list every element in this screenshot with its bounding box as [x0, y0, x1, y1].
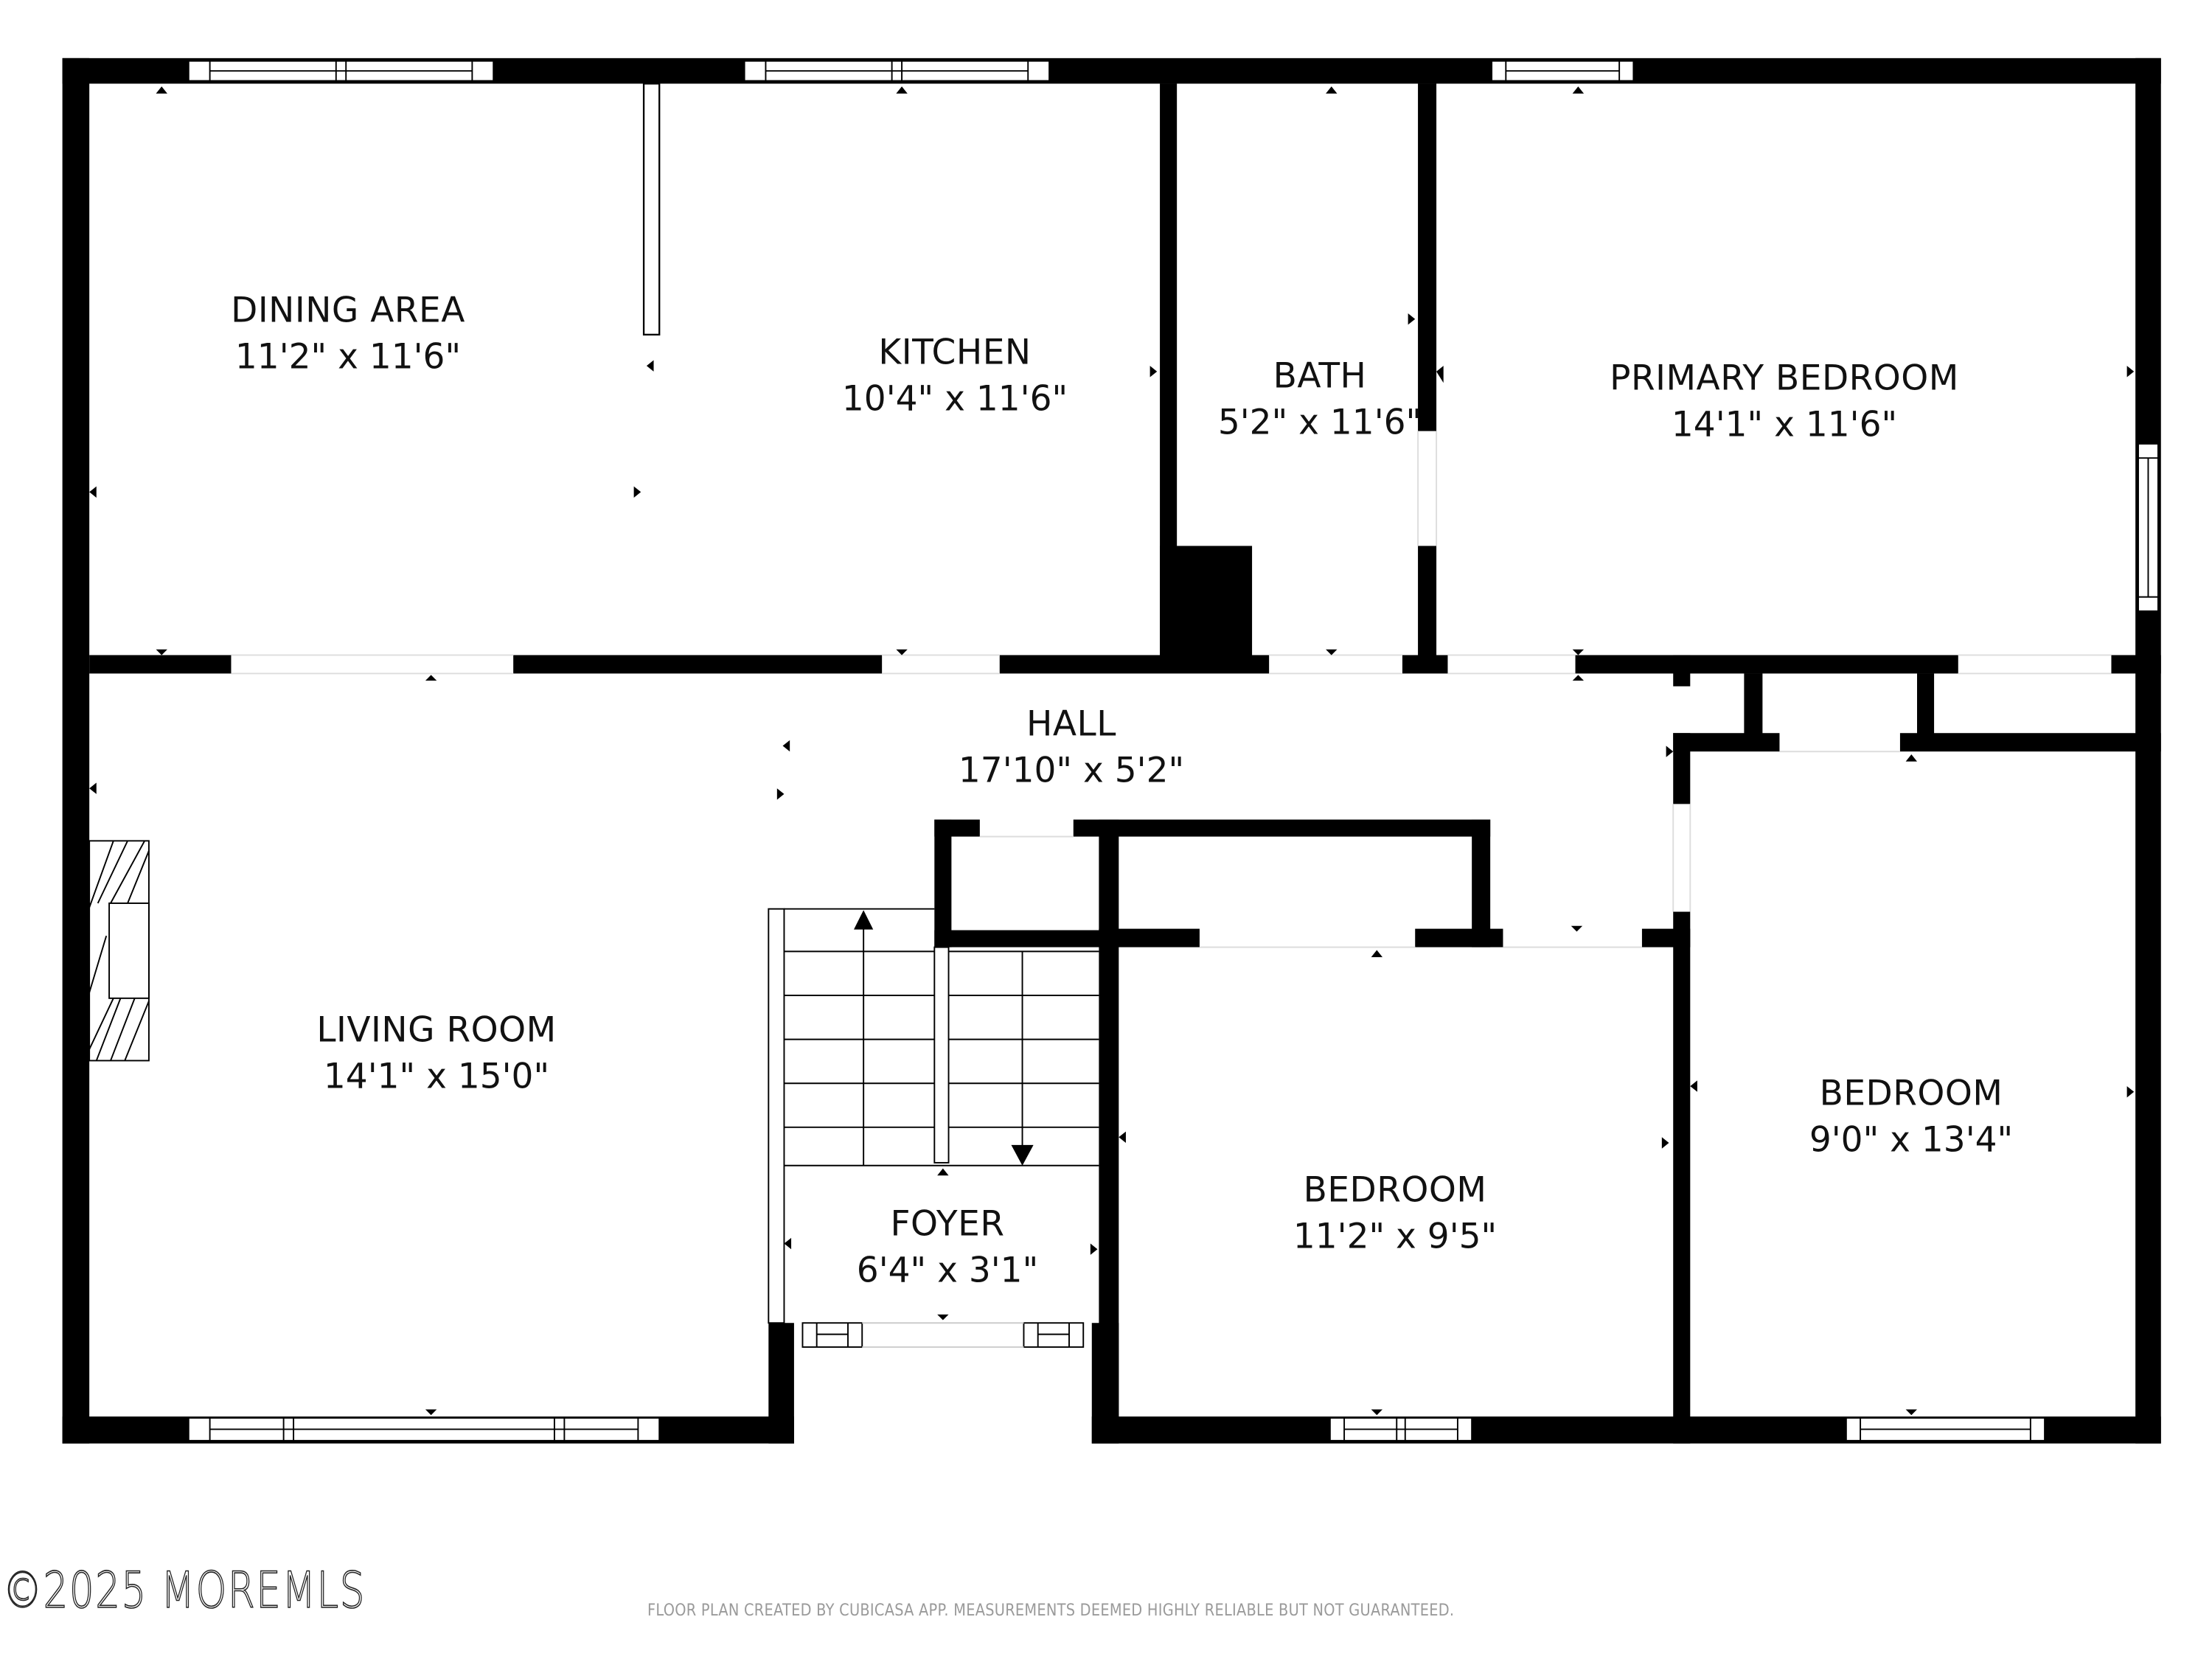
stairs	[768, 908, 1099, 1324]
room-dimensions: 11'2" x 9'5"	[1293, 1217, 1498, 1257]
copyright-watermark: ©2025 MOREMLS	[2, 1561, 366, 1621]
kitchen-divider-partition	[642, 83, 661, 336]
room-dimensions: 6'4" x 3'1"	[856, 1251, 1039, 1291]
windows	[187, 60, 2159, 1441]
room-label-bedroom-2: BEDROOM 11'2" x 9'5"	[1293, 1167, 1497, 1261]
room-name: BEDROOM	[1819, 1073, 2003, 1114]
room-dimensions: 11'2" x 11'6"	[234, 337, 462, 378]
room-name: LIVING ROOM	[316, 1009, 557, 1051]
floorplan-disclaimer: FLOOR PLAN CREATED BY CUBICASA APP. MEAS…	[647, 1601, 1455, 1620]
room-label-hall: HALL 17'10" x 5'2"	[959, 701, 1184, 795]
room-name: BEDROOM	[1303, 1169, 1487, 1211]
room-dimensions: 9'0" x 13'4"	[1809, 1120, 2014, 1161]
room-label-kitchen: KITCHEN 10'4" x 11'6"	[842, 330, 1068, 423]
room-label-foyer: FOYER 6'4" x 3'1"	[857, 1201, 1038, 1295]
room-label-bath: BATH 5'2" x 11'6"	[1218, 353, 1422, 447]
door-openings	[231, 431, 2112, 948]
room-label-dining-area: DINING AREA 11'2" x 11'6"	[231, 288, 465, 381]
room-dimensions: 5'2" x 11'6"	[1217, 403, 1422, 443]
room-name: PRIMARY BEDROOM	[1610, 358, 1959, 399]
room-name: DINING AREA	[231, 290, 465, 331]
room-name: HALL	[1026, 703, 1116, 745]
room-dimensions: 14'1" x 11'6"	[1671, 405, 1898, 445]
room-dimensions: 10'4" x 11'6"	[841, 379, 1068, 420]
measurement-markers	[89, 86, 2135, 1416]
room-label-primary-bedroom: PRIMARY BEDROOM 14'1" x 11'6"	[1610, 355, 1959, 449]
room-label-living-room: LIVING ROOM 14'1" x 15'0"	[316, 1007, 556, 1101]
room-dimensions: 14'1" x 15'0"	[323, 1057, 550, 1097]
fireplace	[88, 840, 150, 1062]
room-name: KITCHEN	[878, 332, 1032, 373]
room-dimensions: 17'10" x 5'2"	[958, 751, 1185, 791]
room-name: BATH	[1273, 355, 1367, 397]
room-name: FOYER	[890, 1203, 1005, 1245]
room-label-bedroom-3: BEDROOM 9'0" x 13'4"	[1809, 1071, 2013, 1164]
